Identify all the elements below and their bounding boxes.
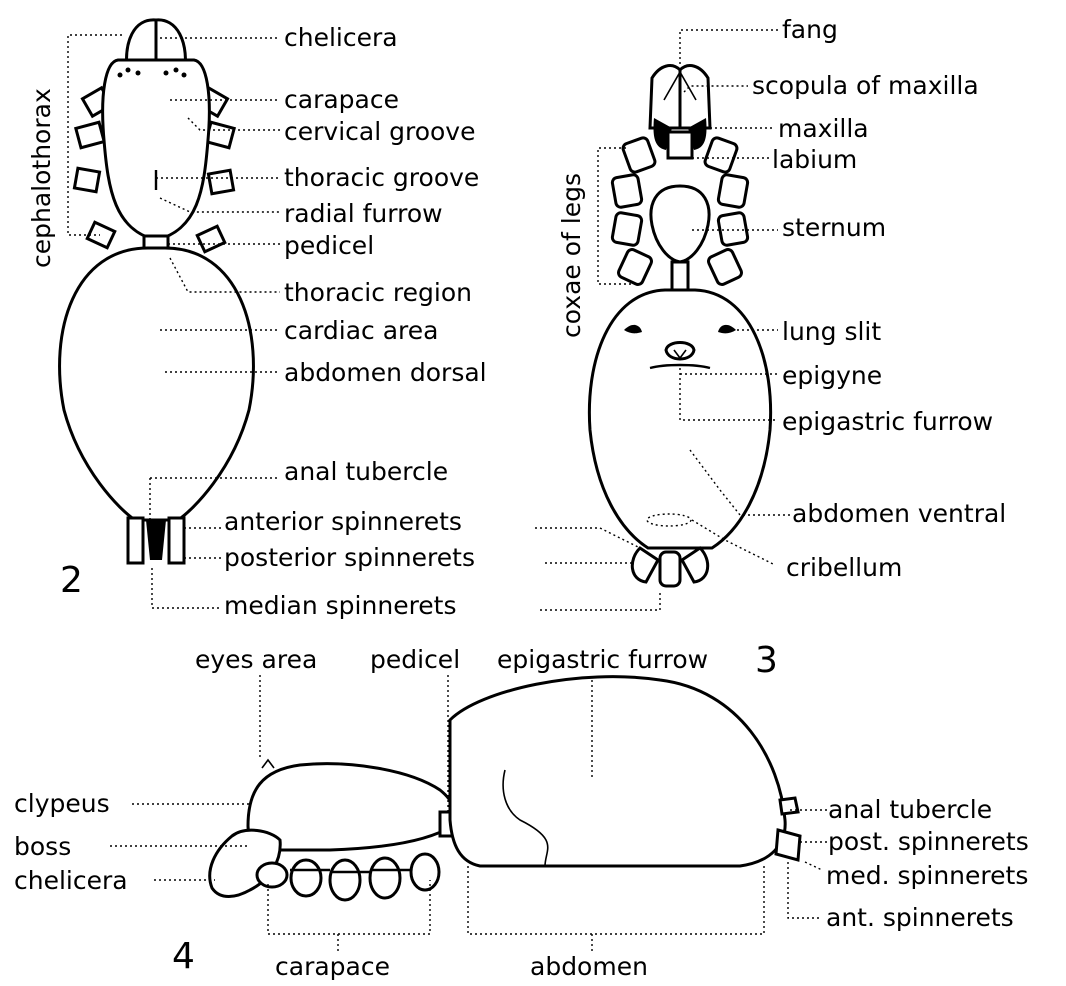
fig3-sternum-shape bbox=[651, 186, 709, 262]
fig2-abdomen-shape bbox=[60, 248, 254, 520]
label-cardiac-area: cardiac area bbox=[284, 316, 438, 345]
label-carapace: carapace bbox=[284, 85, 399, 114]
label-clypeus: clypeus bbox=[14, 789, 110, 818]
label-carapace-lateral: carapace bbox=[275, 952, 390, 981]
label-thoracic-region: thoracic region bbox=[284, 278, 472, 307]
label-maxilla: maxilla bbox=[778, 114, 869, 143]
label-med-spinnerets: med. spinnerets bbox=[826, 861, 1028, 890]
fig4-carapace-shape bbox=[248, 764, 455, 850]
fig2-spinnerets bbox=[128, 518, 184, 563]
label-chelicera-lateral: chelicera bbox=[14, 866, 128, 895]
label-lung-slit: lung slit bbox=[782, 317, 881, 346]
figure-number-3: 3 bbox=[755, 640, 778, 681]
label-median-spinnerets: median spinnerets bbox=[224, 591, 457, 620]
label-anal-tubercle-lateral: anal tubercle bbox=[828, 795, 992, 824]
label-ant-spinnerets: ant. spinnerets bbox=[826, 903, 1014, 932]
figure-number-2: 2 bbox=[60, 560, 83, 601]
figure-3-ventral-view bbox=[589, 66, 770, 586]
label-chelicera: chelicera bbox=[284, 23, 398, 52]
label-cephalothorax: cephalothorax bbox=[27, 88, 56, 268]
label-abdomen-dorsal: abdomen dorsal bbox=[284, 358, 487, 387]
label-sternum: sternum bbox=[782, 213, 886, 242]
label-pedicel-lateral: pedicel bbox=[370, 645, 460, 674]
label-epigastric-furrow: epigastric furrow bbox=[782, 407, 993, 436]
fig4-leg-coxae bbox=[257, 854, 439, 900]
label-abdomen-ventral: abdomen ventral bbox=[792, 499, 1006, 528]
label-post-spinnerets: post. spinnerets bbox=[828, 827, 1029, 856]
label-epigastric-furrow-lateral: epigastric furrow bbox=[497, 645, 708, 674]
label-posterior-spinnerets: posterior spinnerets bbox=[224, 543, 475, 572]
label-thoracic-groove: thoracic groove bbox=[284, 163, 479, 192]
label-cribellum: cribellum bbox=[786, 553, 902, 582]
label-cervical-groove: cervical groove bbox=[284, 117, 475, 146]
label-anterior-spinnerets: anterior spinnerets bbox=[224, 507, 462, 536]
label-coxae-of-legs: coxae of legs bbox=[557, 173, 586, 338]
fig3-epigyne-shape bbox=[666, 343, 694, 360]
fig2-carapace-shape bbox=[103, 60, 210, 240]
label-radial-furrow: radial furrow bbox=[284, 199, 443, 228]
figure-2-dorsal-view bbox=[60, 20, 254, 563]
label-scopula-of-maxilla: scopula of maxilla bbox=[752, 71, 979, 100]
label-fang: fang bbox=[782, 15, 838, 44]
label-eyes-area: eyes area bbox=[195, 645, 317, 674]
figure-number-4: 4 bbox=[172, 936, 195, 977]
label-abdomen-lateral: abdomen bbox=[530, 952, 648, 981]
label-pedicel: pedicel bbox=[284, 231, 374, 260]
fig4-abdomen-shape bbox=[450, 677, 785, 866]
label-anal-tubercle: anal tubercle bbox=[284, 457, 448, 486]
fig4-spinnerets bbox=[776, 798, 800, 860]
figure-4-lateral-view bbox=[210, 677, 800, 900]
label-boss: boss bbox=[14, 832, 71, 861]
label-epigyne: epigyne bbox=[782, 361, 882, 390]
label-labium: labium bbox=[772, 145, 857, 174]
fig3-spinnerets bbox=[632, 548, 707, 586]
